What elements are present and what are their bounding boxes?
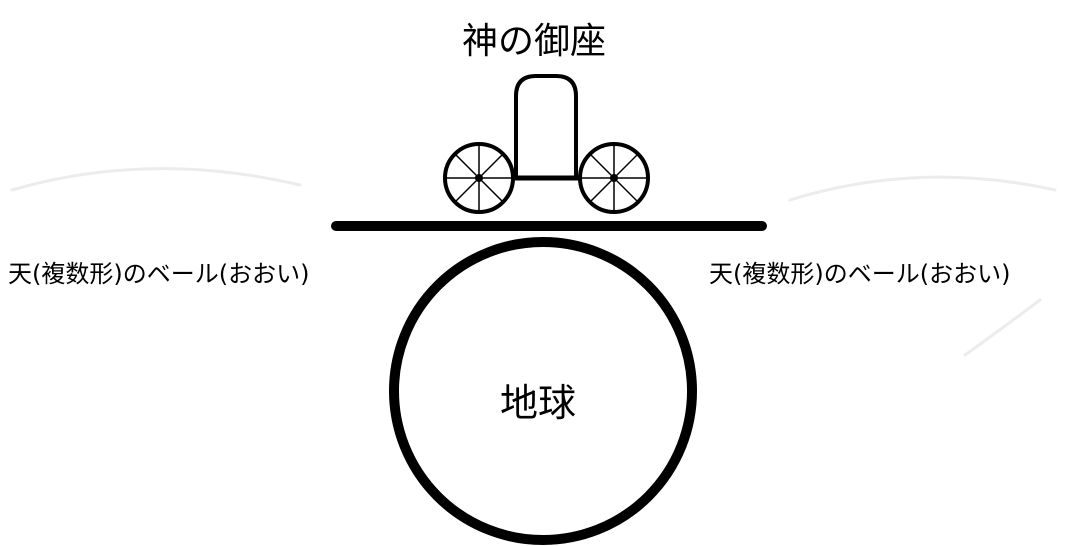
faint-stroke-left — [10, 167, 302, 192]
throne-label: 神の御座 — [462, 21, 607, 62]
throne-body — [514, 74, 578, 180]
faint-stroke-right-top — [788, 175, 1057, 202]
left-wheel-hub — [475, 174, 483, 182]
earth-circle — [389, 237, 697, 545]
veil-label-left: 天(複数形)のベール(おおい) — [8, 260, 310, 288]
faint-stroke-right-bottom — [963, 298, 1042, 357]
right-wheel-hub — [610, 174, 618, 182]
earth-label: 地球 — [500, 381, 577, 425]
faint-background-strokes — [10, 167, 1057, 357]
veil-label-right: 天(複数形)のベール(おおい) — [709, 260, 1011, 288]
left-wheel — [443, 142, 515, 214]
right-wheel — [578, 142, 650, 214]
